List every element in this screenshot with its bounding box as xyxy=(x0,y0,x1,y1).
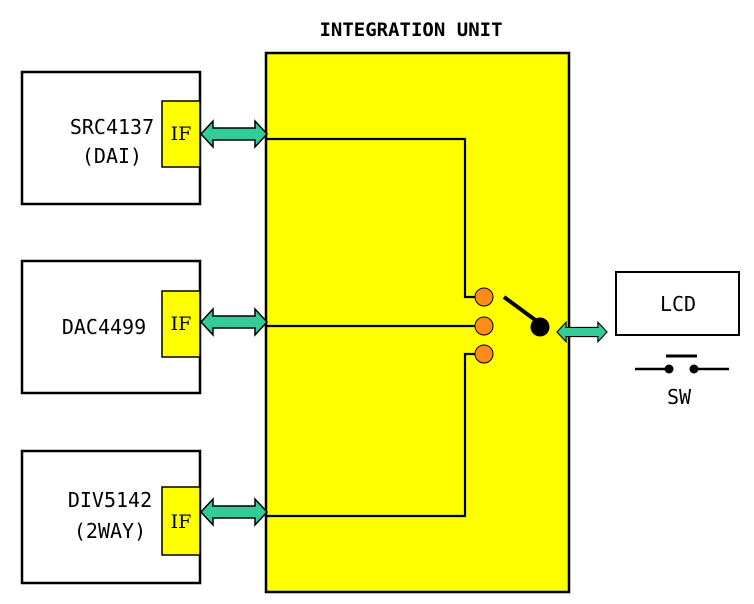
module-dac4499: DAC4499 IF xyxy=(20,259,202,395)
switch-symbol xyxy=(635,354,729,374)
bus-arrow-div xyxy=(200,498,268,526)
contact-dac xyxy=(474,316,494,336)
switch-label: SW xyxy=(667,385,692,409)
selector-lever xyxy=(502,295,540,324)
if-label: IF xyxy=(171,123,192,145)
module-subtitle: (2WAY) xyxy=(74,519,146,543)
if-box xyxy=(161,100,201,168)
lcd-box xyxy=(615,271,740,336)
if-label: IF xyxy=(171,313,192,335)
bus-arrow-dac xyxy=(200,308,268,336)
if-box xyxy=(161,290,201,358)
contact-div xyxy=(474,344,494,364)
module-subtitle: (DAI) xyxy=(82,144,142,168)
bus-arrow-src xyxy=(200,120,268,148)
contact-src xyxy=(474,287,494,307)
wire-div xyxy=(266,352,482,518)
module-div5142: DIV5142 (2WAY) IF xyxy=(20,449,202,585)
module-name: DIV5142 xyxy=(68,488,152,512)
selector-pivot xyxy=(530,317,550,337)
integration-unit-box xyxy=(264,51,571,594)
internal-wiring xyxy=(266,137,482,518)
module-name: DAC4499 xyxy=(62,315,146,339)
module-name: SRC4137 xyxy=(70,115,154,139)
wire-src xyxy=(266,137,482,299)
lcd-label: LCD xyxy=(660,292,696,316)
if-box xyxy=(161,486,201,556)
diagram-title: INTEGRATION UNIT xyxy=(319,19,502,41)
output-arrow xyxy=(556,321,608,343)
module-src4137: SRC4137 (DAI) IF xyxy=(20,70,202,206)
if-label: IF xyxy=(171,511,192,533)
